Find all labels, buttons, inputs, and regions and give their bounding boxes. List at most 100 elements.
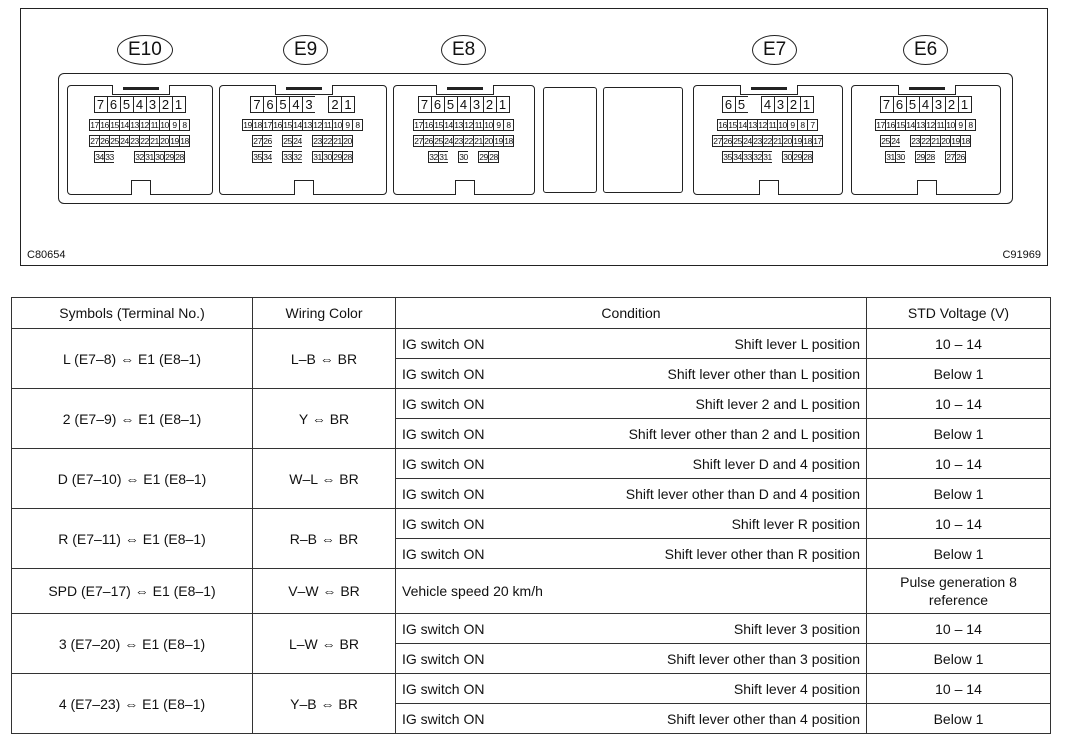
cell-std-voltage: Below 1 <box>866 478 1051 509</box>
pin-cell: 1 <box>495 96 510 113</box>
cell-condition: IG switch ON Shift lever L position <box>395 328 867 359</box>
pin-cell: 5 <box>734 96 749 113</box>
cell-std-voltage: 10 – 14 <box>866 388 1051 419</box>
blank-slot-left <box>543 87 597 193</box>
pin-gap <box>302 135 313 147</box>
ecu-connector-housing <box>58 73 1013 204</box>
figure-code-left: C80654 <box>27 249 66 261</box>
cell-wiring-color: V–W ⇔ BR <box>252 568 396 614</box>
cell-wiring-color: Y–B ⇔ BR <box>252 673 396 734</box>
cell-std-voltage: Below 1 <box>866 643 1051 674</box>
condition-detail: Shift lever L position <box>734 335 860 352</box>
connector-label-e6: E6 <box>903 35 949 65</box>
cell-symbol: D (E7–10) ⇔ E1 (E8–1) <box>11 448 253 509</box>
condition-switch: Vehicle speed 20 km/h <box>402 583 543 599</box>
pin-cell: 18 <box>960 135 971 147</box>
pin-cell: 2 <box>158 96 173 113</box>
cell-wiring-color: Y ⇔ BR <box>252 388 396 449</box>
condition-switch: IG switch ON <box>402 710 485 727</box>
condition-detail: Shift lever other than D and 4 position <box>625 485 860 502</box>
cell-condition: IG switch ON Shift lever other than 4 pos… <box>395 703 867 734</box>
condition-switch: IG switch ON <box>402 455 485 472</box>
cell-symbol: L (E7–8) ⇔ E1 (E8–1) <box>11 328 253 389</box>
cell-std-voltage: Below 1 <box>866 703 1051 734</box>
pin-gap <box>935 151 946 163</box>
pin-cell: 4 <box>760 96 775 113</box>
pin-gap <box>114 151 125 163</box>
condition-switch: IG switch ON <box>402 650 485 667</box>
pin-gap <box>468 151 479 163</box>
condition-switch: IG switch ON <box>402 485 485 502</box>
pin-cell: 3 <box>773 96 788 113</box>
cell-condition: Vehicle speed 20 km/h <box>395 568 867 614</box>
header-std-voltage: STD Voltage (V) <box>866 297 1051 329</box>
pin-cell: 4 <box>456 96 471 113</box>
cell-wiring-color: R–B ⇔ BR <box>252 508 396 569</box>
cell-std-voltage: 10 – 14 <box>866 328 1051 359</box>
cell-condition: IG switch ON Shift lever other than D and… <box>395 478 867 509</box>
condition-detail: Shift lever other than R position <box>664 545 860 562</box>
condition-detail: Shift lever D and 4 position <box>692 455 860 472</box>
condition-detail: Shift lever other than 4 position <box>666 710 860 727</box>
header-condition: Condition <box>395 297 867 329</box>
pin-cell: 6 <box>721 96 736 113</box>
condition-switch: IG switch ON <box>402 335 485 352</box>
pin-cell: 6 <box>892 96 907 113</box>
pin-cell: 5 <box>119 96 134 113</box>
cell-wiring-color: L–B ⇔ BR <box>252 328 396 389</box>
cell-symbol: SPD (E7–17) ⇔ E1 (E8–1) <box>11 568 253 614</box>
pin-gap <box>315 96 329 113</box>
pin-cell: 7 <box>807 119 818 131</box>
cell-std-voltage: Pulse generation 8 reference <box>866 568 1051 614</box>
pin-cell: 5 <box>276 96 290 113</box>
pin-cell: 4 <box>289 96 303 113</box>
pin-cell: 28 <box>802 151 813 163</box>
pin-gap <box>302 151 313 163</box>
condition-detail: Shift lever other than 2 and L position <box>628 425 860 442</box>
table-header-row: Symbols (Terminal No.) Wiring Color Cond… <box>11 297 1051 329</box>
cell-std-voltage: 10 – 14 <box>866 508 1051 539</box>
pin-cell: 2 <box>328 96 342 113</box>
pin-gap <box>272 151 283 163</box>
pin-cell: 5 <box>443 96 458 113</box>
cell-std-voltage: Below 1 <box>866 358 1051 389</box>
pin-cell: 1 <box>799 96 814 113</box>
cell-condition: IG switch ON Shift lever D and 4 position <box>395 448 867 479</box>
pin-cell: 1 <box>171 96 186 113</box>
condition-detail: Shift lever 2 and L position <box>695 395 860 412</box>
pin-cell: 3 <box>931 96 946 113</box>
pin-cell: 17 <box>812 135 823 147</box>
cell-std-voltage: 10 – 14 <box>866 613 1051 644</box>
pin-cell: 5 <box>905 96 920 113</box>
pin-cell: 28 <box>174 151 185 163</box>
connector-label-e9: E9 <box>283 35 329 65</box>
cell-std-voltage: Below 1 <box>866 538 1051 569</box>
pin-cell: 6 <box>106 96 121 113</box>
cell-std-voltage: 10 – 14 <box>866 448 1051 479</box>
pin-cell: 4 <box>132 96 147 113</box>
condition-switch: IG switch ON <box>402 365 485 382</box>
pin-cell: 3 <box>302 96 316 113</box>
terminal-voltage-table: Symbols (Terminal No.) Wiring Color Cond… <box>11 297 1051 734</box>
connector-label-e8: E8 <box>441 35 487 65</box>
pin-cell: 8 <box>179 119 190 131</box>
pin-cell: 28 <box>488 151 499 163</box>
